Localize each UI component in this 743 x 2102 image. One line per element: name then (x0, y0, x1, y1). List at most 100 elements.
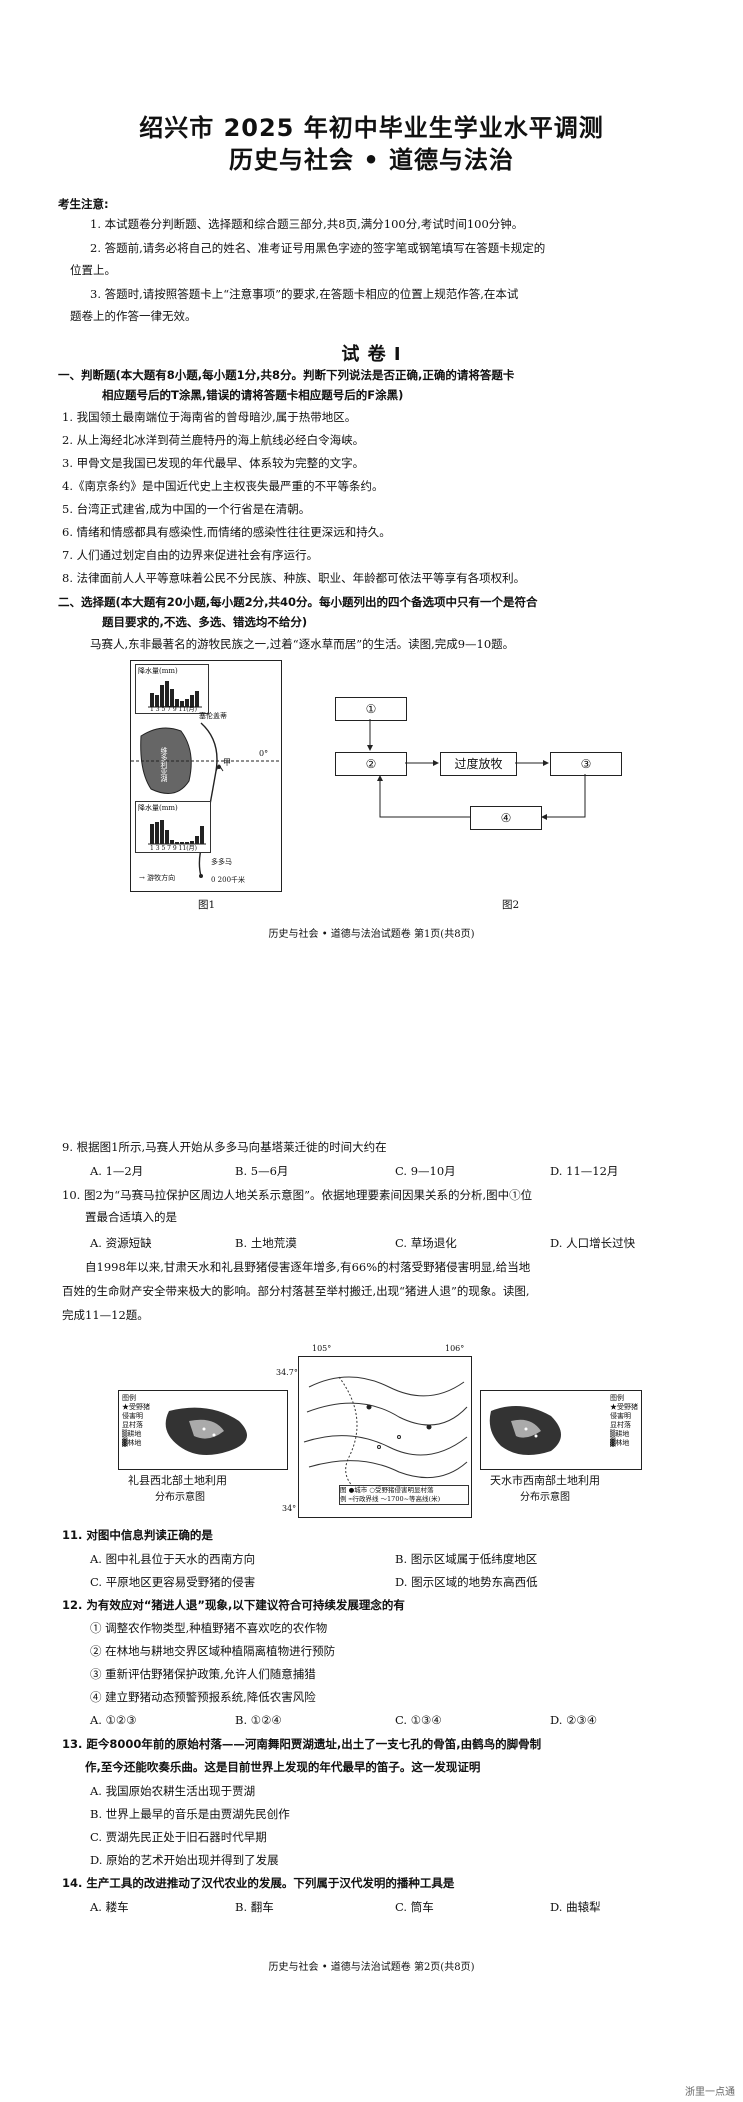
q9-option-b: B. 5—6月 (235, 1164, 289, 1178)
flow-box-3: ③ (550, 752, 622, 776)
map-scale: 0 200千米 (211, 876, 246, 884)
q14-option-a: A. 耧车 (90, 1900, 129, 1914)
judge-item-8: 8. 法律面前人人平等意味着公民不分民族、种族、职业、年龄都可依法平等享有各项权… (62, 571, 526, 585)
part1-heading: 一、判断题(本大题有8小题,每小题1分,共8分。判断下列说法是否正确,正确的请将… (58, 368, 515, 382)
contour-lines (303, 1376, 468, 1493)
notice-item: 3. 答题时,请按照答题卡上“注意事项”的要求,在答题卡相应的位置上规范作答,在… (90, 287, 519, 301)
q9-option-a: A. 1—2月 (90, 1164, 144, 1178)
judge-item-2: 2. 从上海经北冰洋到荷兰鹿特丹的海上航线必经白令海峡。 (62, 433, 365, 447)
exam-subtitle: 历史与社会 • 道德与法治 (228, 146, 515, 174)
q13-option-c: C. 贾湖先民正处于旧石器时代早期 (90, 1830, 267, 1844)
judge-item-4: 4.《南京条约》是中国近代史上主权丧失最严重的不平等条约。 (62, 479, 384, 493)
lixian-legend: 图例 ★受野猪 侵害明 显村落 ▒耕地 ▓林地 (122, 1394, 150, 1447)
q10-stem: 10. 图2为“马赛马拉保护区周边人地关系示意图”。依据地理要素间因果关系的分析… (62, 1188, 533, 1202)
lon-105: 105° (312, 1344, 332, 1353)
part2-heading: 二、选择题(本大题有20小题,每小题2分,共40分。每小题列出的四个备选项中只有… (58, 595, 538, 609)
q11-option-c: C. 平原地区更容易受野猪的侵害 (90, 1575, 256, 1589)
lon-106: 106° (445, 1344, 465, 1353)
figure-1-map: 降水量(mm) 1 3 5 7 9 11(月) 塞伦盖蒂 维多利亚湖 甲 0° … (130, 660, 282, 892)
judge-item-6: 6. 情绪和情感都具有感染性,而情绪的感染性往往更深远和持久。 (62, 525, 391, 539)
tianshui-legend: 图例 ★受野猪 侵害明 显村落 ▒耕地 ▓林地 (610, 1394, 638, 1447)
lixian-caption-2: 分布示意图 (155, 1492, 205, 1503)
place-dodoma: 多多马 (211, 858, 232, 866)
page-2-footer: 历史与社会 • 道德与法治试题卷 第2页(共8页) (268, 1962, 475, 1973)
q10-stem-cont: 置最合适填入的是 (85, 1210, 177, 1224)
judge-item-1: 1. 我国领土最南端位于海南省的曾母暗沙,属于热带地区。 (62, 410, 357, 424)
notice-item: 位置上。 (70, 263, 116, 277)
q14-option-c: C. 筒车 (395, 1900, 434, 1914)
topo-legend-line: 图 ●城市 ○受野猪侵害明显村落 (340, 1486, 434, 1494)
q9-stem: 9. 根据图1所示,马赛人开始从多多马向基塔莱迁徙的时间大约在 (62, 1140, 387, 1154)
part1-heading-cont: 相应题号后的T涂黑,错误的请将答题卡相应题号后的F涂黑) (102, 388, 404, 402)
place-serengeti: 塞伦盖蒂 (199, 712, 227, 720)
lat-34-7: 34.7° (276, 1368, 298, 1377)
nomad-direction-legend: → 游牧方向 (139, 874, 176, 882)
section-title: 试 卷 I (341, 344, 402, 365)
q14-stem: 14. 生产工具的改进推动了汉代农业的发展。下列属于汉代发明的播种工具是 (62, 1876, 455, 1890)
exam-title: 绍兴市 2025 年初中毕业生学业水平调测 (139, 114, 604, 142)
watermark: 浙里一点通 (685, 2087, 735, 2098)
passage-line: 完成11—12题。 (62, 1308, 149, 1322)
months-axis-bottom: 1 3 5 7 9 11(月) (150, 845, 197, 852)
topo-legend-line: 例 ┅行政界线 ～1700~等高线(米) (340, 1495, 441, 1503)
figure-2-caption: 图2 (502, 899, 520, 911)
q9-option-d: D. 11—12月 (550, 1164, 619, 1178)
figure-lixian-map: 图例 ★受野猪 侵害明 显村落 ▒耕地 ▓林地 (118, 1390, 288, 1470)
climate-bars-top (148, 681, 202, 708)
judge-item-7: 7. 人们通过划定自由的边界来促进社会有序运行。 (62, 548, 319, 562)
climate-chart-bottom: 降水量(mm) 1 3 5 7 9 11(月) (135, 801, 211, 853)
lake-victoria-label: 维多利亚湖 (160, 747, 168, 782)
tianshui-caption: 天水市西南部土地利用 (490, 1474, 600, 1487)
q13-option-b: B. 世界上最早的音乐是由贾湖先民创作 (90, 1807, 290, 1821)
climate-bars-bottom (148, 820, 206, 845)
q11-option-a: A. 图中礼县位于天水的西南方向 (90, 1552, 256, 1566)
notice-item: 1. 本试题卷分判断题、选择题和综合题三部分,共8页,满分100分,考试时间10… (90, 217, 524, 231)
q12-statement: ② 在林地与耕地交界区域种植隔离植物进行预防 (90, 1644, 336, 1658)
q14-option-d: D. 曲辕犁 (550, 1900, 601, 1914)
lixian-land-use (165, 1407, 247, 1455)
figure-1-caption: 图1 (198, 899, 216, 911)
map-drawing (131, 722, 281, 878)
q10-option-b: B. 土地荒漠 (235, 1236, 297, 1250)
figure-topographic-map: 图 ●城市 ○受野猪侵害明显村落 例 ┅行政界线 ～1700~等高线(米) (298, 1356, 472, 1518)
place-jia: 甲 (223, 758, 231, 767)
part2-heading-cont: 题目要求的,不选、多选、错选均不给分) (102, 615, 308, 629)
q10-option-a: A. 资源短缺 (90, 1236, 152, 1250)
q13-stem-cont: 作,至今还能吹奏乐曲。这是目前世界上发现的年代最早的笛子。这一发现证明 (85, 1760, 481, 1774)
notice-heading: 考生注意: (58, 197, 109, 211)
q13-option-a: A. 我国原始农耕生活出现于贾湖 (90, 1784, 256, 1798)
q12-stem: 12. 为有效应对“猪进人退”现象,以下建议符合可持续发展理念的有 (62, 1598, 405, 1612)
q12-option-d: D. ②③④ (550, 1713, 598, 1727)
q12-option-a: A. ①②③ (90, 1713, 137, 1727)
exam-page-1: 绍兴市 2025 年初中毕业生学业水平调测 历史与社会 • 道德与法治 考生注意… (0, 0, 743, 1050)
q11-option-d: D. 图示区域的地势东高西低 (395, 1575, 538, 1589)
q12-option-c: C. ①③④ (395, 1713, 442, 1727)
climate-chart-bottom-label: 降水量(mm) (138, 804, 178, 812)
climate-chart-top: 降水量(mm) 1 3 5 7 9 11(月) (135, 664, 209, 714)
q12-statement: ④ 建立野猪动态预警预报系统,降低农害风险 (90, 1690, 316, 1704)
judge-item-3: 3. 甲骨文是我国已发现的年代最早、体系较为完整的文字。 (62, 456, 365, 470)
q14-option-b: B. 翻车 (235, 1900, 274, 1914)
passage-line: 百姓的生命财产安全带来极大的影响。部分村落甚至举村搬迁,出现“猪进人退”的现象。… (62, 1284, 530, 1298)
climate-chart-top-label: 降水量(mm) (138, 667, 178, 675)
topo-legend: 图 ●城市 ○受野猪侵害明显村落 例 ┅行政界线 ～1700~等高线(米) (339, 1485, 469, 1505)
tianshui-land-use (489, 1406, 561, 1455)
q9-10-intro: 马赛人,东非最著名的游牧民族之一,过着“逐水草而居”的生活。读图,完成9—10题… (90, 637, 515, 651)
notice-item: 2. 答题前,请务必将自己的姓名、准考证号用黑色字迹的签字笔或钢笔填写在答题卡规… (90, 241, 546, 255)
q12-statement: ① 调整农作物类型,种植野猪不喜欢吃的农作物 (90, 1621, 328, 1635)
q10-option-d: D. 人口增长过快 (550, 1236, 636, 1250)
figure-tianshui-map: 图例 ★受野猪 侵害明 显村落 ▒耕地 ▓林地 (480, 1390, 642, 1470)
page-1-footer: 历史与社会 • 道德与法治试题卷 第1页(共8页) (268, 929, 475, 940)
flow-box-2: ② (335, 752, 407, 776)
q11-stem: 11. 对图中信息判读正确的是 (62, 1528, 213, 1542)
tianshui-caption-2: 分布示意图 (520, 1492, 570, 1503)
notice-item: 题卷上的作答一律无效。 (70, 309, 197, 323)
passage-line: 自1998年以来,甘肃天水和礼县野猪侵害逐年增多,有66%的村落受野猪侵害明显,… (85, 1260, 531, 1274)
q13-option-d: D. 原始的艺术开始出现并得到了发展 (90, 1853, 279, 1867)
exam-page-2: 9. 根据图1所示,马赛人开始从多多马向基塔莱迁徙的时间大约在 A. 1—2月 … (0, 1060, 743, 2102)
flow-box-1: ① (335, 697, 407, 721)
lat-34: 34° (282, 1504, 297, 1513)
q13-stem: 13. 距今8000年前的原始村落——河南舞阳贾湖遗址,出土了一支七孔的骨笛,由… (62, 1737, 542, 1751)
q11-option-b: B. 图示区域属于低纬度地区 (395, 1552, 538, 1566)
equator-label: 0° (259, 749, 269, 758)
